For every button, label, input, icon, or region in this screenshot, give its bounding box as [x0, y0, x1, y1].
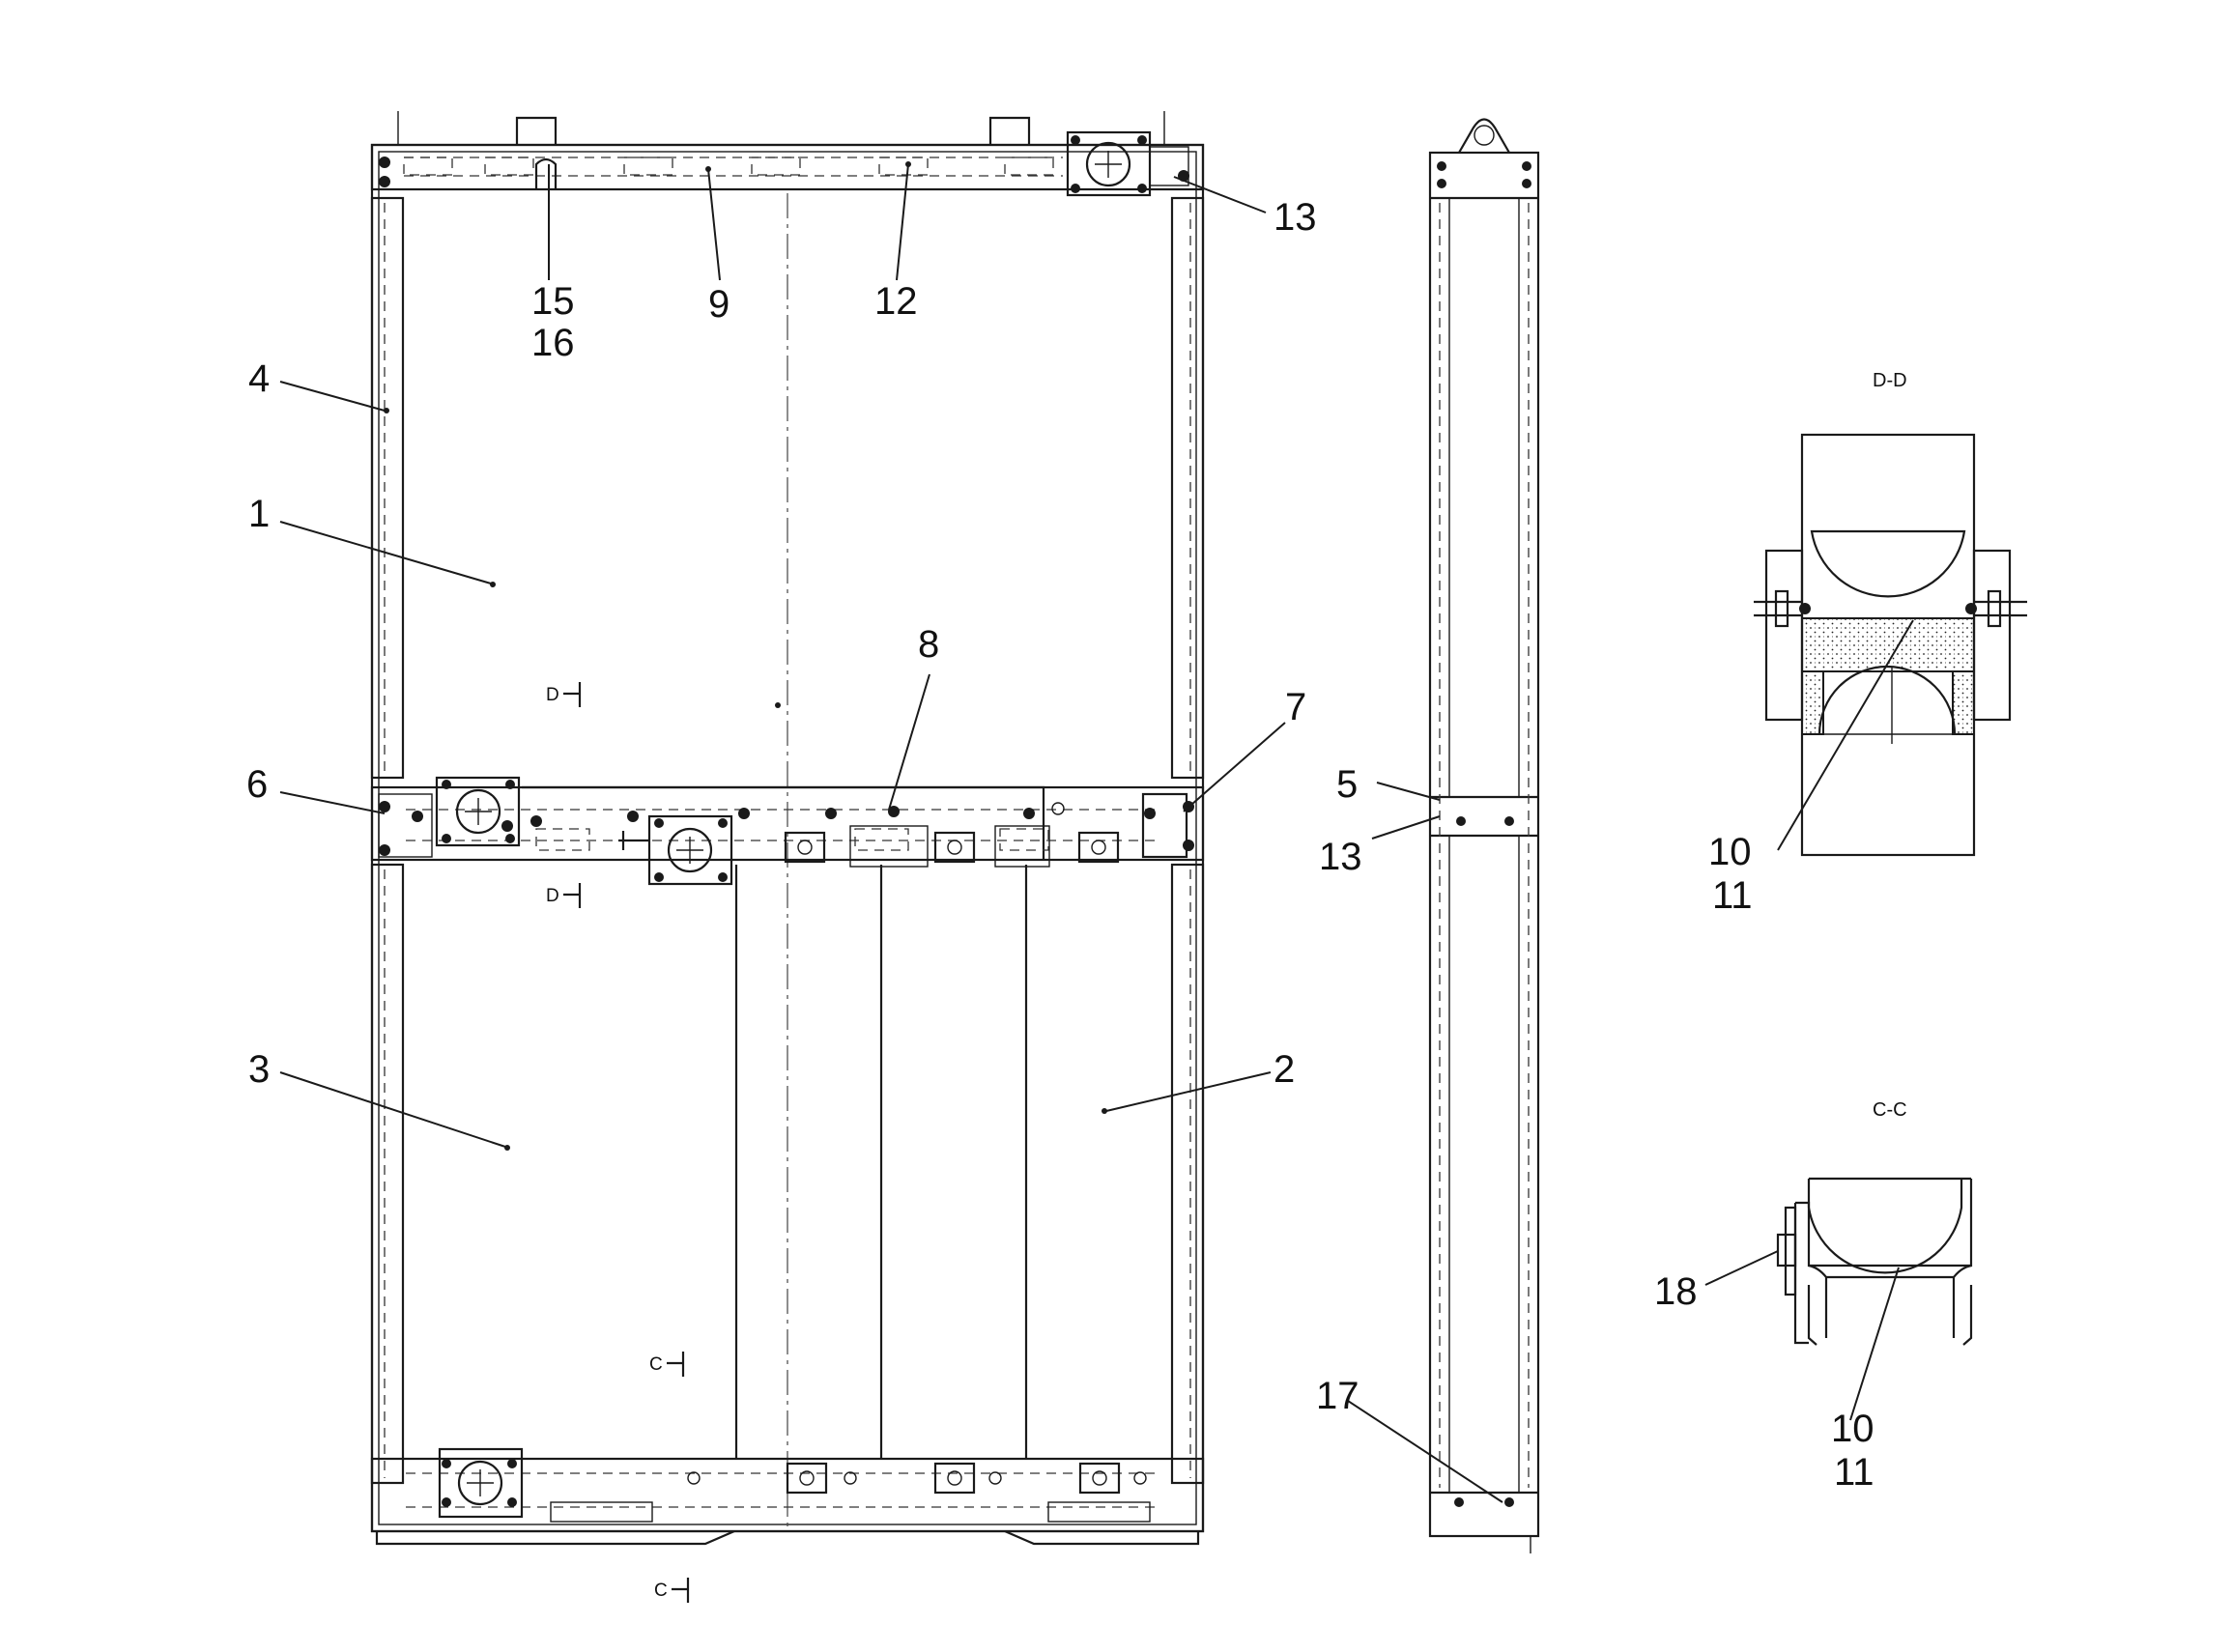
callout-4: 4 [248, 357, 270, 400]
callout-10-dd: 10 [1708, 831, 1752, 873]
section-cc: C-C [1776, 1099, 1973, 1346]
bolts [379, 135, 1194, 1507]
section-title-cc: C-C [1873, 1099, 1907, 1121]
callout-15: 15 [531, 280, 575, 323]
mid-rail [370, 785, 1205, 868]
callout-10-cc: 10 [1831, 1408, 1874, 1450]
callout-12: 12 [874, 280, 918, 323]
callout-8: 8 [918, 623, 939, 666]
callout-11-cc: 11 [1834, 1451, 1874, 1494]
callout-13-side: 13 [1319, 836, 1362, 878]
section-mark-d-upper: D [546, 685, 559, 705]
front-view [370, 111, 1205, 1546]
section-markers: D D C C [546, 682, 690, 1603]
section-title-dd: D-D [1873, 370, 1907, 391]
callout-3: 3 [248, 1048, 270, 1091]
mid-center-bearing [618, 814, 733, 886]
callout-13-top: 13 [1273, 196, 1317, 239]
callout-1: 1 [248, 493, 270, 535]
leader-lines [279, 163, 1914, 1503]
section-dd: D-D [1754, 370, 2027, 857]
callout-17: 17 [1316, 1375, 1359, 1417]
callout-18: 18 [1654, 1270, 1698, 1313]
callouts: 4 1 6 3 2 7 8 15 16 9 12 13 5 13 17 10 1… [246, 196, 1874, 1494]
callout-7: 7 [1285, 686, 1306, 728]
callout-16: 16 [531, 322, 575, 364]
right-stile [1170, 196, 1205, 780]
side-view [1428, 118, 1540, 1553]
top-rail [370, 143, 1205, 191]
section-mark-d-lower: D [546, 886, 559, 906]
top-right-bearing [1066, 130, 1189, 197]
callout-5: 5 [1336, 763, 1358, 806]
callout-9: 9 [708, 283, 730, 326]
callout-11-dd: 11 [1712, 874, 1753, 917]
callout-6: 6 [246, 763, 268, 806]
bottom-left-bearing [438, 1447, 524, 1519]
mid-hinge-blocks [784, 831, 1120, 864]
section-mark-c-lower: C [654, 1581, 668, 1601]
section-mark-c-upper: C [649, 1354, 663, 1375]
bottom-rail [370, 1457, 1205, 1546]
left-stile [370, 196, 405, 780]
callout-2: 2 [1273, 1048, 1295, 1091]
mid-left-bearing [378, 776, 521, 858]
